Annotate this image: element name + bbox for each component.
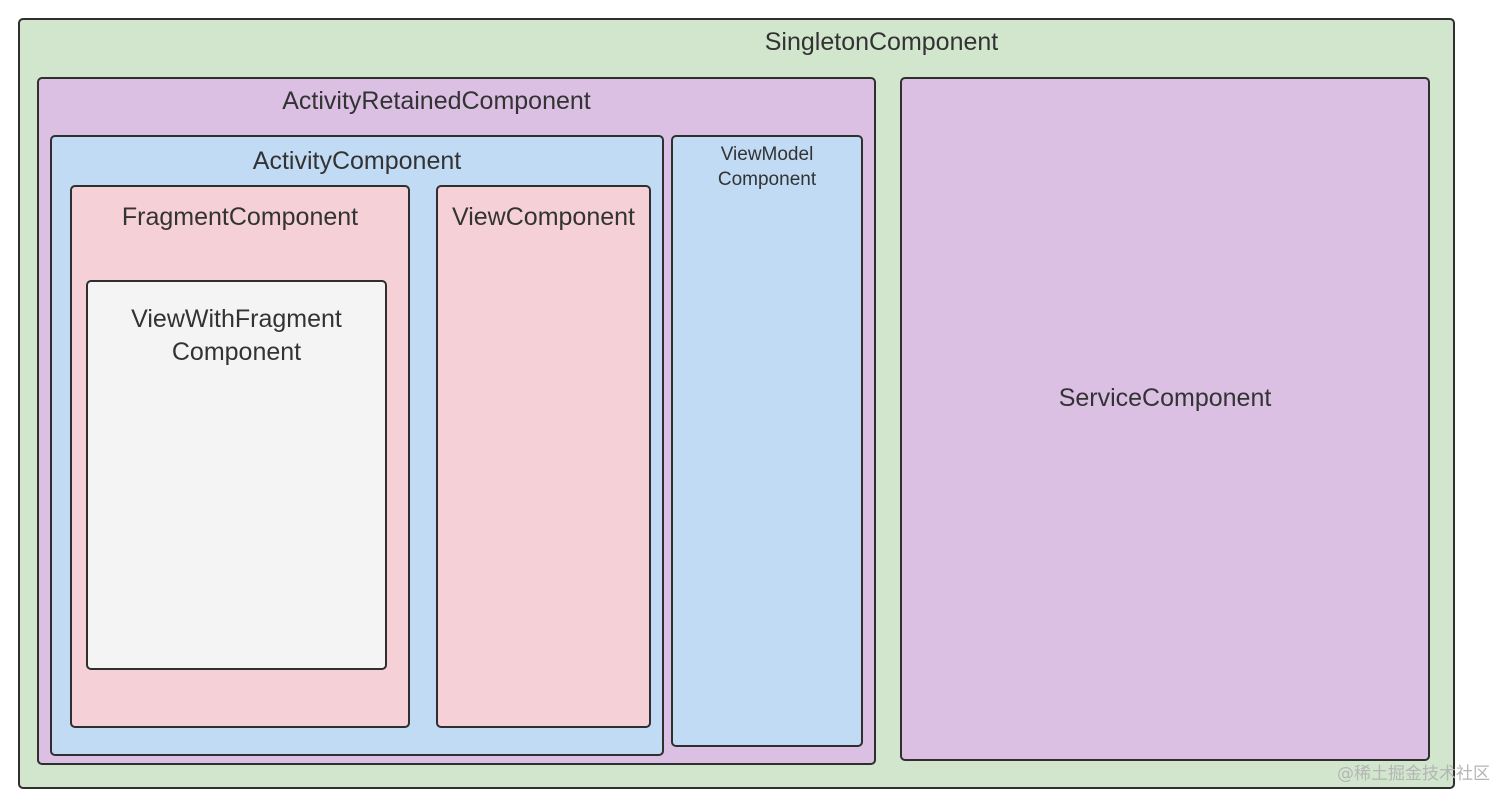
view-with-fragment-component-box: ViewWithFragment Component — [86, 280, 387, 670]
view-component-label: ViewComponent — [452, 203, 635, 231]
view-with-fragment-component-label: ViewWithFragment Component — [131, 305, 342, 366]
viewmodel-component-box: ViewModel Component — [671, 135, 863, 747]
viewmodel-component-label: ViewModel Component — [717, 144, 817, 190]
activity-retained-component-label: ActivityRetainedComponent — [282, 87, 591, 115]
singleton-component-label: SingletonComponent — [764, 28, 999, 56]
service-component-box: ServiceComponent — [900, 77, 1430, 761]
fragment-component-label: FragmentComponent — [121, 203, 359, 231]
watermark: @稀土掘金技术社区 — [1337, 764, 1490, 784]
view-component-box: ViewComponent — [436, 185, 651, 728]
service-component-label: ServiceComponent — [1058, 384, 1272, 412]
activity-component-label: ActivityComponent — [252, 147, 462, 175]
